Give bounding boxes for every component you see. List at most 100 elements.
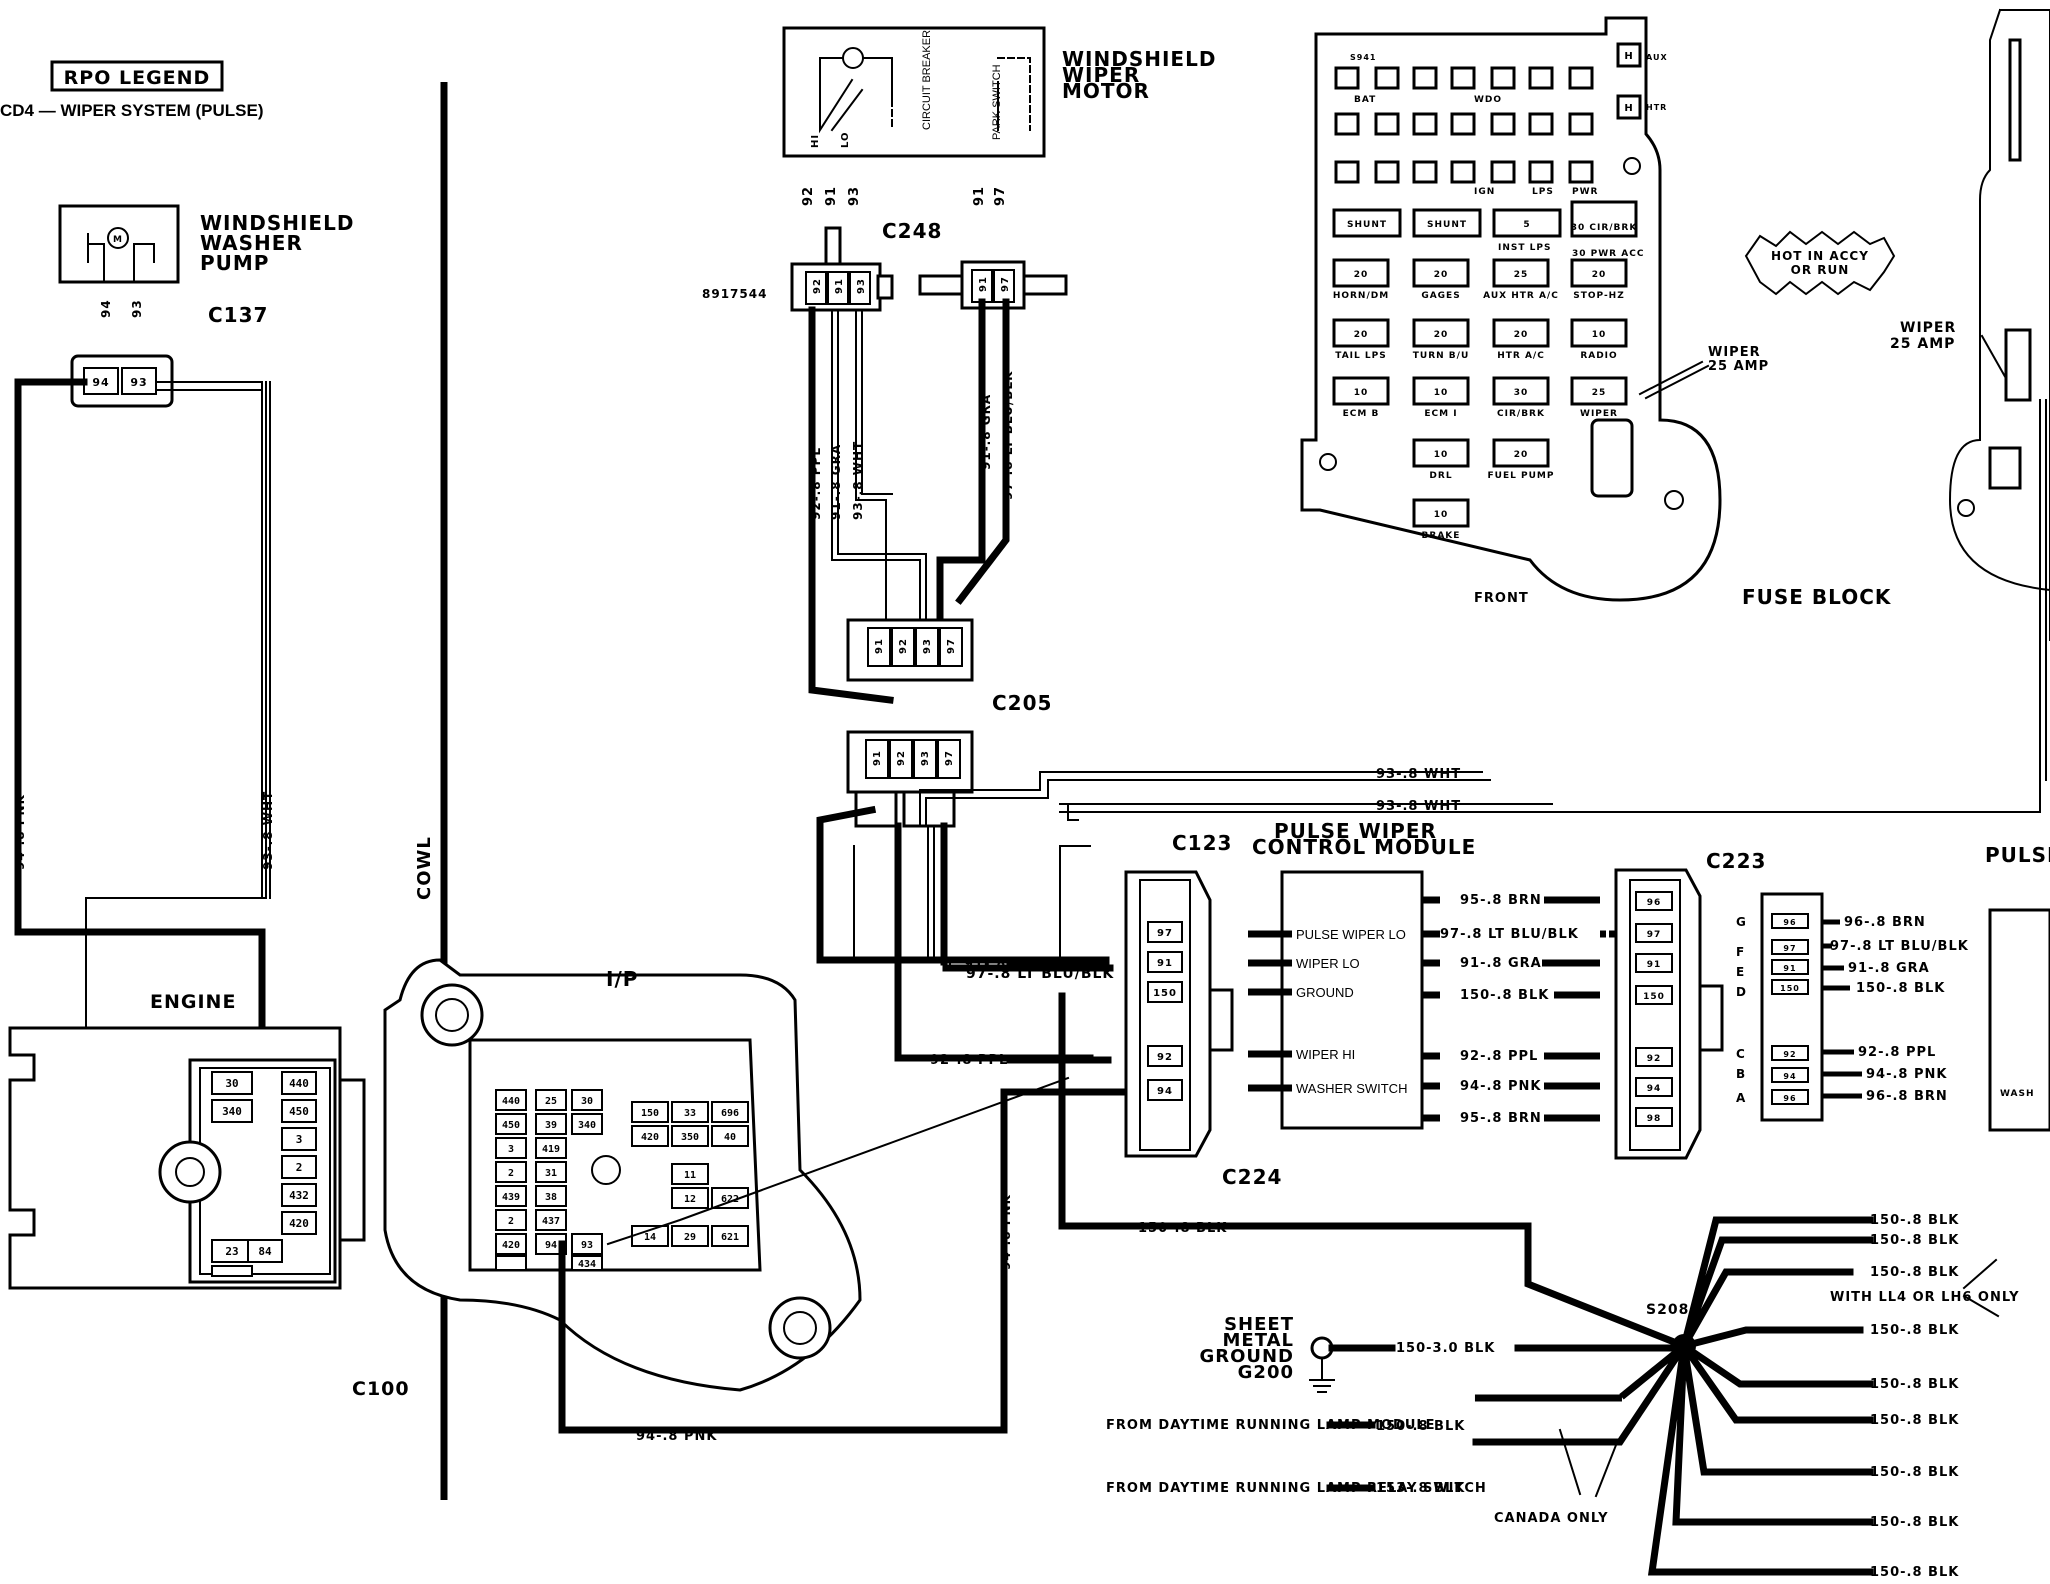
svg-text:D: D: [1736, 985, 1747, 999]
svg-text:38: 38: [545, 1192, 557, 1203]
rpo-legend-entry: CD4 — WIPER SYSTEM (PULSE): [0, 101, 264, 120]
svg-text:30: 30: [581, 1096, 593, 1107]
fuse-circuit: STOP-HZ: [1573, 291, 1625, 301]
svg-text:S208: S208: [1646, 1302, 1689, 1318]
svg-text:91: 91: [972, 186, 987, 206]
fuse-r3-0: [1332, 376, 1390, 406]
svg-text:M: M: [113, 235, 123, 245]
circuit-breaker-label: CIRCUIT BREAKER: [921, 30, 933, 130]
fuse-r2-2: [1492, 318, 1550, 348]
splice-branch-label: 150-.8 BLK: [1870, 1465, 1959, 1480]
pump-motor-icon: [107, 227, 129, 249]
fuse-circuit: ECM I: [1424, 409, 1457, 419]
svg-text:BAT: BAT: [1354, 95, 1376, 105]
fuse-circuit: CIR/BRK: [1497, 409, 1545, 419]
svg-text:420: 420: [289, 1217, 309, 1230]
svg-text:97: 97: [1647, 930, 1662, 940]
svg-text:420: 420: [641, 1132, 659, 1143]
svg-text:97: 97: [946, 638, 957, 654]
fuse-circuit: HORN/DM: [1333, 291, 1389, 301]
svg-text:WASH: WASH: [2000, 1089, 2035, 1099]
svg-text:92: 92: [896, 750, 907, 766]
svg-text:C248: C248: [882, 219, 942, 243]
splice-branch-label: 150-.8 BLK: [1870, 1213, 1959, 1228]
svg-text:96-.8 BRN: 96-.8 BRN: [1844, 915, 1926, 930]
wire-94-pnk-left: [14, 378, 266, 1122]
wiper-motor: HI LO CIRCUIT BREAKER PARK SWITCH 92 91 …: [782, 26, 1215, 206]
svg-text:419: 419: [542, 1144, 560, 1155]
fuse-amp: 20: [1514, 450, 1529, 460]
svg-text:150: 150: [1153, 988, 1177, 999]
splice-branch-label: 150-.8 BLK: [1870, 1377, 1959, 1392]
svg-text:94-.8 PNK: 94-.8 PNK: [1866, 1067, 1947, 1082]
c223-connector: 96 97 91 150 92 94 98 C223: [1614, 849, 1765, 1160]
splice-branch-label: 150-.8 BLK: [1870, 1265, 1959, 1280]
svg-text:40: 40: [724, 1132, 736, 1143]
c205-lower: 91 92 93 97: [846, 730, 974, 828]
svg-text:450: 450: [289, 1105, 309, 1118]
c205-wires: 93-.8 WHT 93-.8 WHT 97-.8 LT BLU/BLK 91-…: [558, 767, 2041, 1444]
ip-label: I/P: [606, 967, 638, 991]
svg-text:CANADA ONLY: CANADA ONLY: [1494, 1511, 1609, 1526]
fuse-circuit: HTR A/C: [1497, 351, 1545, 361]
svg-text:98: 98: [1647, 1114, 1662, 1124]
fuse-amp: 20: [1354, 330, 1369, 340]
svg-text:153-.8 BLK: 153-.8 BLK: [1376, 1481, 1465, 1496]
svg-text:23: 23: [225, 1245, 238, 1258]
svg-text:3: 3: [508, 1144, 514, 1155]
svg-text:F: F: [1736, 945, 1745, 959]
fuse-amp: 20: [1434, 270, 1449, 280]
fuse-r2-1: [1412, 318, 1470, 348]
fuse-amp: 10: [1354, 388, 1369, 398]
svg-text:92-.8 PPL: 92-.8 PPL: [930, 1053, 1008, 1068]
svg-text:C224: C224: [1222, 1165, 1282, 1189]
svg-text:97: 97: [1157, 928, 1173, 939]
svg-text:622: 622: [721, 1194, 739, 1205]
svg-text:434: 434: [578, 1259, 596, 1270]
fuse-amp: 10: [1434, 510, 1449, 520]
fuse-circuit: GAGES: [1421, 291, 1460, 301]
fuse-r2-0: [1332, 318, 1390, 348]
splice-branch-label: 150-.8 BLK: [1870, 1413, 1959, 1428]
svg-text:39: 39: [545, 1120, 557, 1131]
fuse-low-1: [1492, 438, 1550, 468]
fuse-r1-1: [1412, 258, 1470, 288]
fuse-circuit: ECM B: [1343, 409, 1380, 419]
svg-text:150: 150: [1643, 992, 1665, 1002]
svg-text:11: 11: [684, 1170, 696, 1181]
svg-text:95-.8 BRN: 95-.8 BRN: [1460, 1111, 1542, 1126]
svg-text:92: 92: [1783, 1050, 1796, 1059]
svg-text:96: 96: [1783, 1094, 1796, 1103]
svg-text:94: 94: [1647, 1084, 1662, 1094]
wire-93-label: 93-.8 WHT: [261, 791, 275, 870]
svg-text:97: 97: [993, 186, 1008, 206]
svg-text:91-.8 GRA: 91-.8 GRA: [979, 394, 993, 470]
svg-text:450: 450: [502, 1120, 520, 1131]
fuse-low-2: [1412, 498, 1470, 528]
pulse-partial-label: PULSI: [1985, 843, 2050, 867]
svg-text:2: 2: [508, 1216, 514, 1227]
fuse-r3-1: [1412, 376, 1470, 406]
c100-label: C100: [352, 1378, 410, 1400]
svg-text:3: 3: [296, 1133, 303, 1146]
pump-pin-93: 93: [130, 299, 144, 318]
splice-branch-label: 150-.8 BLK: [1870, 1515, 1959, 1530]
c137-label: C137: [208, 303, 268, 327]
pulse-switch-connector: G F E D C B A 96 97 91 150 92 94 96 96-.…: [1736, 843, 2050, 1132]
svg-text:33: 33: [684, 1108, 696, 1119]
svg-text:95-.8 BRN: 95-.8 BRN: [1460, 893, 1542, 908]
motor-wires: 92-.8 PPL 91-.8 GRA 93-.8 WHT 91-.8 GRA …: [808, 298, 1015, 704]
svg-text:91: 91: [834, 278, 845, 294]
svg-text:PWR: PWR: [1572, 187, 1598, 197]
fuse-amp: 10: [1434, 450, 1449, 460]
svg-text:FRONT: FRONT: [1474, 591, 1529, 606]
svg-text:G: G: [1736, 915, 1747, 929]
svg-text:HI: HI: [810, 134, 821, 148]
svg-text:92: 92: [812, 278, 823, 294]
svg-text:94: 94: [1157, 1086, 1173, 1097]
